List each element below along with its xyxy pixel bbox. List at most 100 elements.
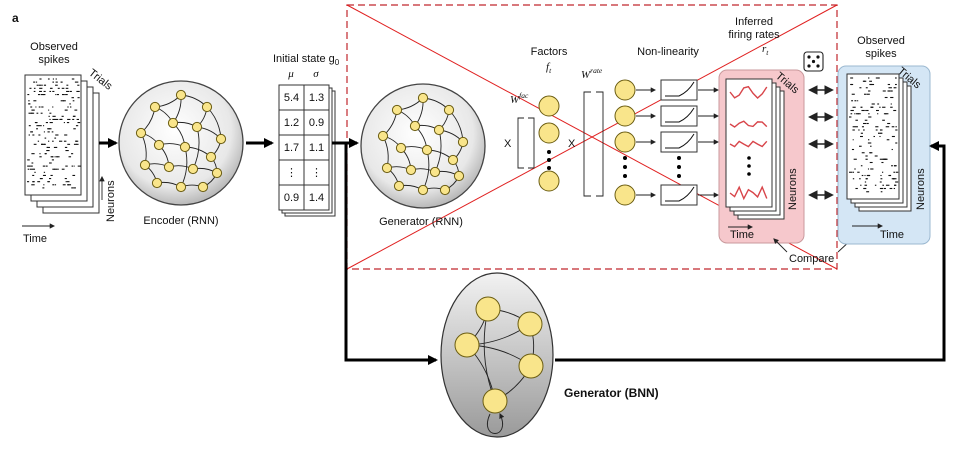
state-cell	[303, 109, 330, 136]
network-node	[139, 159, 151, 171]
network-node	[167, 117, 179, 129]
rate-curve	[729, 120, 768, 128]
state-cell	[278, 84, 305, 111]
factor-node	[538, 122, 560, 144]
network-node	[215, 133, 227, 145]
encoder-network	[135, 89, 227, 193]
ellipsis-dot	[623, 165, 627, 169]
w-fac-label: Wfac	[510, 91, 529, 106]
time-label-right: Time	[880, 229, 904, 241]
factor-node	[538, 170, 560, 192]
w-fac: Wfac X	[504, 91, 535, 169]
network-node	[163, 161, 175, 173]
network-node	[381, 162, 393, 174]
arrow-bnn-to-observed	[555, 140, 946, 362]
generator-rnn-label: Generator (RNN)	[379, 216, 463, 228]
w-rate: X Wrate	[568, 66, 604, 197]
ellipsis-dot	[677, 165, 681, 169]
initial-state-title: Initial state g0	[273, 53, 340, 67]
network-node	[135, 127, 147, 139]
compare: Compare	[773, 238, 853, 265]
network-node	[205, 151, 217, 163]
neurons-label-left: Neurons	[105, 180, 117, 222]
rate-curve	[729, 185, 768, 201]
network-node	[421, 144, 433, 156]
compare-label: Compare	[789, 253, 834, 265]
times-sign-2: X	[568, 138, 576, 150]
state-cell	[303, 184, 330, 211]
panel-label: a	[12, 11, 19, 25]
observed-spikes-right-line2: spikes	[865, 48, 897, 60]
softplus-curve	[665, 107, 695, 123]
observed-spikes-right-line1: Observed	[857, 35, 905, 47]
network-node	[149, 101, 161, 113]
bnn-node	[454, 332, 480, 358]
network-node	[439, 184, 451, 196]
network-node	[187, 163, 199, 175]
inferred-label-line2: firing rates	[728, 29, 780, 41]
state-value: 5.4	[284, 92, 299, 104]
network-node	[197, 181, 209, 193]
bnn-node	[482, 388, 508, 414]
factors: Factors ft	[531, 46, 568, 192]
observed-spikes-right: Observed spikes Trials Neurons Time	[837, 35, 931, 245]
rate-node-column	[614, 79, 720, 206]
ellipsis-dot	[677, 156, 681, 160]
nonlinearity-box	[660, 105, 698, 127]
nonlinearity-box	[660, 184, 698, 206]
network-node	[179, 141, 191, 153]
network-node	[191, 121, 203, 133]
w-fac-bracket-right	[528, 117, 535, 169]
times-sign-1: X	[504, 138, 512, 150]
neurons-label-inferred: Neurons	[787, 168, 799, 210]
state-value: 0.9	[309, 117, 324, 129]
generator-rnn: Generator (RNN)	[360, 83, 486, 228]
arrow-state-to-bnn	[344, 143, 439, 366]
network-node	[151, 177, 163, 189]
encoder-rnn: Encoder (RNN)	[118, 80, 244, 227]
network-node	[447, 154, 459, 166]
network-node	[433, 124, 445, 136]
observed-spikes-left: Observed spikes Trials Neurons Time	[22, 41, 117, 245]
state-value: 1.3	[309, 92, 324, 104]
dice-icon	[803, 51, 824, 72]
network-node	[391, 104, 403, 116]
factors-label: Factors	[531, 46, 568, 58]
network-node	[175, 181, 187, 193]
dice-pip	[816, 64, 820, 68]
inferred-label-line1: Inferred	[735, 16, 773, 28]
inferred-symbol: rt	[762, 43, 769, 57]
state-value: 1.2	[284, 117, 299, 129]
nonlinearity-label: Non-linearity	[637, 46, 699, 58]
dice-pip	[807, 64, 811, 68]
cross-line-2	[346, 4, 838, 270]
state-value: 0.9	[284, 192, 299, 204]
network-node	[377, 130, 389, 142]
generator-bnn: Generator (BNN)	[440, 272, 659, 438]
network-node	[417, 92, 429, 104]
bnn-network	[454, 296, 544, 434]
rate-node	[614, 79, 636, 101]
generator-network	[377, 92, 469, 196]
network-node	[175, 89, 187, 101]
softplus-curve	[665, 186, 695, 202]
observed-spikes-left-line2: spikes	[38, 54, 70, 66]
rate-node	[614, 105, 636, 127]
w-rate-label: Wrate	[581, 66, 603, 81]
ellipsis-dot	[747, 172, 751, 176]
rate-sheet-front	[725, 78, 773, 208]
w-rate-bracket-right	[596, 91, 604, 197]
rate-node	[614, 131, 636, 153]
dice-pip	[811, 59, 816, 64]
dice-pip	[807, 55, 811, 59]
network-node	[405, 164, 417, 176]
ellipsis-dot	[547, 166, 551, 170]
network-node	[211, 167, 223, 179]
obs-raster-ticks	[849, 77, 899, 193]
bnn-node	[518, 353, 544, 379]
ellipsis-dot	[623, 156, 627, 160]
network-node	[153, 139, 165, 151]
